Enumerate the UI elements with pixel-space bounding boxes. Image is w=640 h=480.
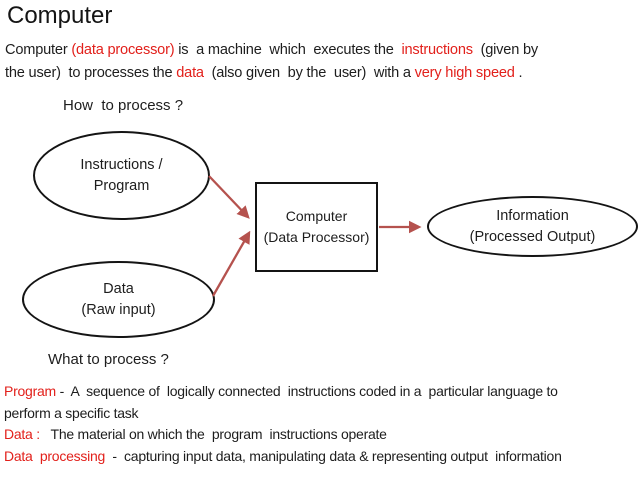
box-computer-line-2: (Data Processor) <box>263 229 370 245</box>
text-segment: (given by <box>472 42 539 58</box>
definition-data-processing: Data processing - capturing input data, … <box>4 446 562 468</box>
text-segment: (also given by the user) with a <box>203 65 415 81</box>
text-segment: perform a specific task <box>4 404 139 421</box>
ellipse-data-line-2: (Raw input) <box>81 301 156 318</box>
definition-term: Data processing <box>4 447 106 464</box>
text-segment: - A sequence of logically connected inst… <box>55 383 558 399</box>
text-segment: The material on which the program instru… <box>39 426 387 442</box>
intro-paragraph: Computer (data processor) is a machine w… <box>5 39 538 85</box>
ellipse-data-line-1: Data <box>103 280 134 297</box>
definition-program: Program - A sequence of logically connec… <box>4 381 562 403</box>
definitions-block: Program - A sequence of logically connec… <box>4 381 562 467</box>
label-what-to-process: What to process ? <box>48 351 169 368</box>
definition-term: Data : <box>4 426 40 442</box>
ellipse-instructions-line-1: Instructions / <box>80 156 163 173</box>
highlighted-term: very high speed <box>414 65 515 81</box>
intro-line-1: Computer (data processor) is a machine w… <box>5 39 538 62</box>
text-segment: - capturing input data, manipulating dat… <box>105 447 562 464</box>
box-computer-line-1: Computer <box>285 208 348 224</box>
highlighted-term: (data processor) <box>71 42 175 58</box>
page-title: Computer <box>7 2 113 29</box>
arrow-data-to-computer-icon <box>212 230 251 297</box>
intro-line-2: the user) to processes the data (also gi… <box>5 62 538 85</box>
text-segment: the user) to processes the <box>5 65 177 81</box>
text-segment: is a machine which executes the <box>174 42 402 58</box>
highlighted-term: data <box>176 65 204 81</box>
ellipse-information-output: Information (Processed Output) <box>427 196 638 257</box>
text-segment: Computer <box>5 42 72 58</box>
ellipse-instructions-program: Instructions / Program <box>33 131 210 220</box>
ellipse-information-line-1: Information <box>496 207 569 224</box>
highlighted-term: instructions <box>401 42 473 58</box>
definition-program-continued: perform a specific task <box>4 403 562 425</box>
definition-data: Data : The material on which the program… <box>4 424 562 446</box>
arrow-instructions-to-computer-icon <box>208 175 250 219</box>
box-computer-data-processor: Computer (Data Processor) <box>255 182 378 272</box>
ellipse-information-line-2: (Processed Output) <box>469 228 596 245</box>
label-how-to-process: How to process ? <box>63 97 184 114</box>
ellipse-data-raw-input: Data (Raw input) <box>22 261 215 338</box>
ellipse-instructions-line-2: Program <box>93 177 150 194</box>
definition-term: Program <box>4 383 56 399</box>
text-segment: . <box>514 65 523 81</box>
